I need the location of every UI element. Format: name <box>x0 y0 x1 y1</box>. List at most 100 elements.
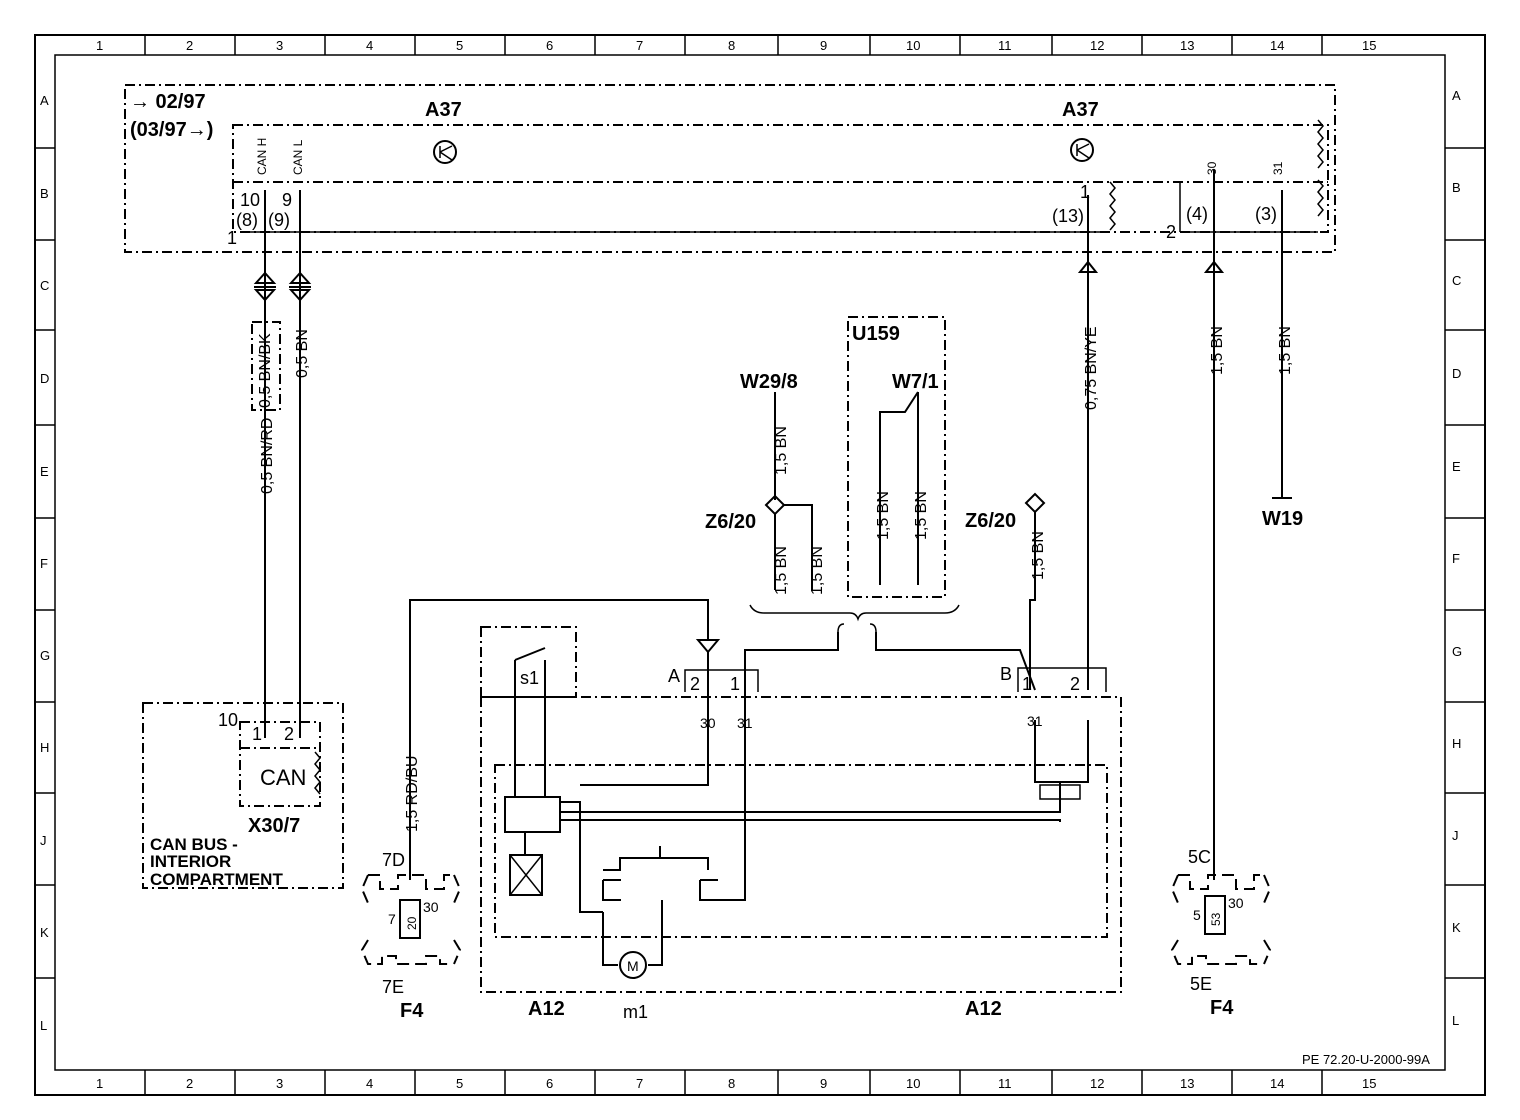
col-label: 14 <box>1270 1076 1284 1091</box>
col-label: 4 <box>366 38 373 53</box>
connector-icon <box>1077 260 1099 273</box>
a37-right-label: A37 <box>1062 99 1099 121</box>
col-label: 8 <box>728 38 735 53</box>
pin-label: 30 <box>1228 895 1244 911</box>
x30-7-connector <box>239 721 321 807</box>
transistor-icon <box>433 140 457 164</box>
wire-label: 1,5 BN <box>773 546 790 595</box>
can-h-pin-label: CAN H <box>255 138 269 175</box>
col-label: 11 <box>998 1076 1012 1091</box>
col-label: 6 <box>546 38 553 53</box>
col-label: 10 <box>906 1076 920 1091</box>
row-label: J <box>40 833 47 848</box>
date-to: (03/97→) <box>130 119 213 141</box>
connector-icon <box>1203 260 1225 273</box>
pin-label: 2 <box>284 724 294 744</box>
ground-symbol-icon <box>695 639 721 654</box>
wire-label: 1,5 BN <box>773 426 790 475</box>
wire-label: 0,5 BN <box>294 329 311 378</box>
can-bus-box <box>142 702 344 889</box>
a12-inner-box <box>494 764 1108 938</box>
col-label: 13 <box>1180 1076 1194 1091</box>
m1-label: m1 <box>623 1002 648 1022</box>
wire-label: 1,5 BN <box>1277 326 1294 375</box>
pin-label: 2 <box>690 674 700 694</box>
a37-outer-box <box>124 84 1336 253</box>
a37-left-label: A37 <box>425 99 462 121</box>
pin-label: 5 <box>1193 907 1201 923</box>
transistor-icon <box>1039 784 1081 800</box>
row-label: E <box>1452 459 1461 474</box>
col-label: 12 <box>1090 1076 1104 1091</box>
connector-icon <box>253 271 277 302</box>
pin-label: 2 <box>1166 222 1176 242</box>
col-label: 7 <box>636 1076 643 1091</box>
row-label: L <box>1452 1013 1459 1028</box>
connector-icon <box>288 271 312 302</box>
row-label: A <box>1452 88 1461 103</box>
col-label: 3 <box>276 38 283 53</box>
a12-right-label: A12 <box>965 998 1002 1020</box>
u159-wire <box>879 391 919 585</box>
rdbu-wire <box>409 599 709 880</box>
can-l-pin-label: CAN L <box>291 139 305 175</box>
can-bus-title: CAN BUS - <box>150 835 238 854</box>
connector-a-label: A <box>668 666 680 686</box>
col-label: 11 <box>998 38 1012 53</box>
w7-1-label: W7/1 <box>892 371 939 393</box>
pin-label: (9) <box>268 210 290 230</box>
wire-label: 1,5 BN <box>1209 326 1226 375</box>
outer-frame <box>34 34 1486 1096</box>
pin-label: 1 <box>730 674 740 694</box>
resistor-icon <box>1317 179 1324 217</box>
wire-label: 0,75 BN/YE <box>1083 326 1100 410</box>
pin-label: 7 <box>388 911 396 927</box>
col-label: 2 <box>186 38 193 53</box>
motor-symbol: M <box>627 958 639 974</box>
pin-label: 9 <box>282 190 292 210</box>
shared-wire <box>744 632 1036 691</box>
pin-label: (3) <box>1255 204 1277 224</box>
pin-label: 31 <box>1271 161 1285 175</box>
col-label: 14 <box>1270 38 1284 53</box>
pin-label: 1 <box>252 724 262 744</box>
s1-switch-box <box>480 626 577 698</box>
pin-label: 1 <box>1080 182 1090 202</box>
z6-20-left-label: Z6/20 <box>705 511 756 533</box>
row-label: F <box>1452 551 1460 566</box>
row-label: D <box>40 371 49 386</box>
s1-label: s1 <box>520 668 539 688</box>
row-label: G <box>1452 644 1462 659</box>
wire-label: 1,5 BN <box>809 546 826 595</box>
pin-label: 30 <box>1205 161 1219 175</box>
col-label: 1 <box>96 38 103 53</box>
row-label: B <box>40 186 49 201</box>
col-label: 5 <box>456 38 463 53</box>
row-label: A <box>40 93 49 108</box>
u159-box <box>847 316 946 598</box>
pin-label: 5C <box>1188 847 1211 867</box>
fuse-box-right <box>1170 874 1272 965</box>
row-label: D <box>1452 366 1461 381</box>
wire-label: 1,5 BN <box>913 491 930 540</box>
u159-label: U159 <box>852 323 900 345</box>
row-label: G <box>40 648 50 663</box>
inner-frame <box>54 54 1446 1071</box>
col-label: 10 <box>906 38 920 53</box>
row-label: E <box>40 464 49 479</box>
row-label: B <box>1452 180 1461 195</box>
wire-label: 1,5 BN <box>875 491 892 540</box>
row-label: L <box>40 1018 47 1033</box>
wire-label: 0,5 BN/RD <box>259 418 276 494</box>
wire-label: 0,5 BN/BK <box>257 333 274 408</box>
can-bus-title: COMPARTMENT <box>150 870 283 889</box>
col-label: 7 <box>636 38 643 53</box>
a12-left-label: A12 <box>528 998 565 1020</box>
row-label: H <box>1452 736 1461 751</box>
wire-label: 1,5 RD/BU <box>404 756 421 832</box>
col-label: 9 <box>820 38 827 53</box>
can-label: CAN <box>260 765 306 790</box>
a12-outer-box <box>480 696 1122 993</box>
connector-b-label: B <box>1000 664 1012 684</box>
